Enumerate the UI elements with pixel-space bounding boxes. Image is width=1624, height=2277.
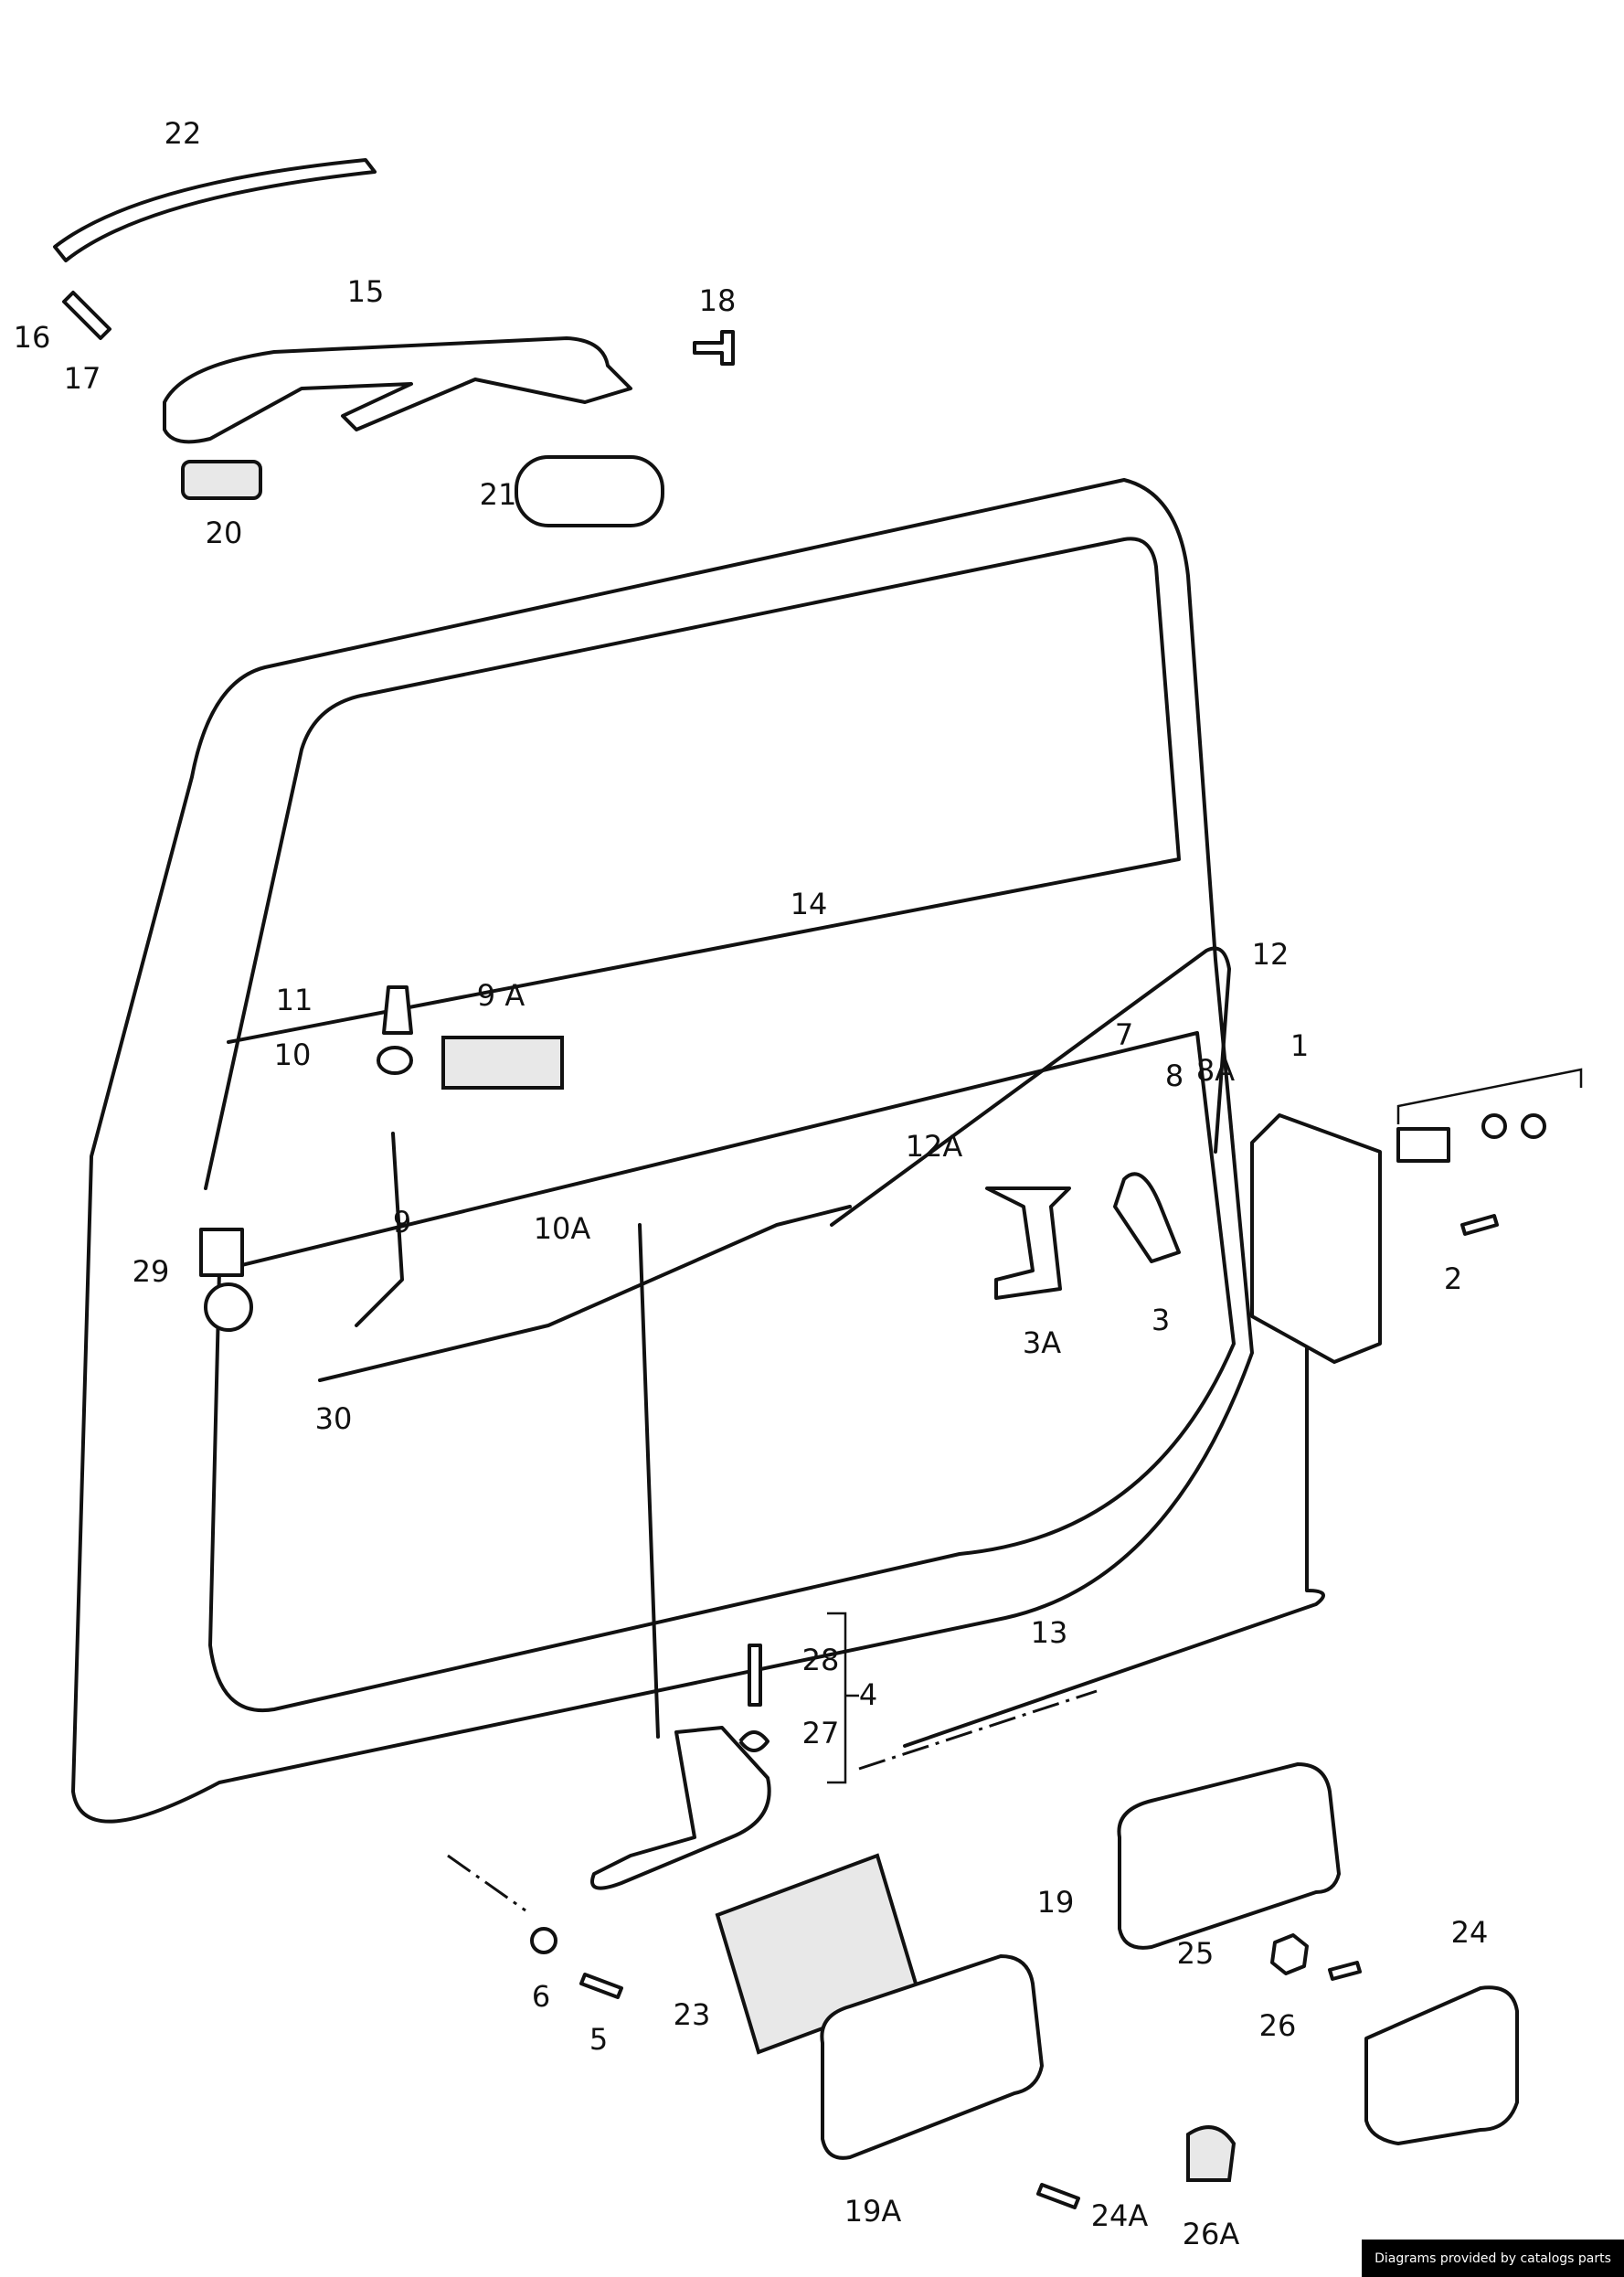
- assembly-line: [447, 1689, 1098, 1912]
- part-8-washer: [1481, 1113, 1507, 1139]
- callout-label-21: 21: [480, 477, 517, 512]
- bracket-7: [1396, 1068, 1583, 1124]
- callout-label-22: 22: [165, 116, 202, 151]
- part-5-screw: [579, 1973, 623, 1999]
- part-16-screw: [62, 291, 111, 340]
- part-24-cover: [1364, 1985, 1519, 2145]
- part-11-knob: [382, 985, 413, 1035]
- part-24A-screw: [1036, 2183, 1080, 2209]
- part-21-gasket: [515, 455, 664, 527]
- callout-label-8: 8: [1165, 1059, 1184, 1093]
- callout-label-18: 18: [699, 283, 737, 318]
- callout-label-30: 30: [315, 1401, 353, 1436]
- part-9A-foam-block: [441, 1036, 564, 1090]
- callout-label-25: 25: [1177, 1936, 1215, 1971]
- part-22-seal-strip: [53, 158, 377, 262]
- door-window-opening: [204, 537, 1181, 1190]
- callout-label-5: 5: [589, 2022, 608, 2057]
- part-28-pin: [748, 1644, 762, 1707]
- part-7-lock-cylinder: [1396, 1127, 1450, 1163]
- callout-label-26A: 26A: [1183, 2217, 1240, 2251]
- callout-label-29: 29: [133, 1254, 170, 1289]
- door-frame: [71, 478, 1254, 1824]
- callout-label-12A: 12A: [906, 1129, 963, 1164]
- part-27-spring: [738, 1730, 770, 1752]
- door-inner-panel: [208, 1031, 1236, 1713]
- part-3-lever: [1113, 1172, 1181, 1263]
- part-2-screw: [1460, 1214, 1499, 1236]
- callout-label-10A: 10A: [534, 1211, 591, 1246]
- callout-label-14: 14: [791, 887, 828, 921]
- callout-label-11: 11: [276, 983, 313, 1017]
- callout-label-6: 6: [532, 1979, 550, 2014]
- callout-label-19: 19: [1037, 1885, 1075, 1920]
- part-1-door-lock: [1250, 1113, 1382, 1364]
- part-20-gasket: [181, 460, 262, 500]
- callout-label-4: 4: [859, 1677, 877, 1712]
- callout-label-9A: 9 A: [477, 978, 525, 1013]
- part-6-lock-washer: [530, 1927, 557, 1954]
- rod-10A: [318, 1205, 852, 1382]
- part-3A-inner-lever: [985, 1186, 1071, 1300]
- rod-9: [355, 1132, 404, 1327]
- callout-label-10: 10: [274, 1037, 312, 1072]
- callout-label-26: 26: [1259, 2008, 1297, 2043]
- callout-label-12: 12: [1252, 937, 1290, 972]
- callout-label-20: 20: [206, 516, 243, 550]
- callout-label-27: 27: [802, 1716, 840, 1750]
- part-26A-cap: [1186, 2125, 1237, 2182]
- credit-banner: Diagrams provided by catalogs parts: [1362, 2240, 1624, 2277]
- callout-label-8A: 8A: [1196, 1053, 1235, 1088]
- callout-label-24A: 24A: [1091, 2198, 1149, 2233]
- callout-label-3A: 3A: [1023, 1325, 1061, 1360]
- part-26-screw: [1328, 1961, 1362, 1981]
- part-19-escutcheon: [1117, 1762, 1341, 1950]
- callout-label-3: 3: [1152, 1303, 1170, 1337]
- callout-label-9: 9: [393, 1205, 411, 1240]
- rod-13: [903, 1278, 1325, 1748]
- part-19A-escutcheon: [820, 1954, 1044, 2160]
- callout-label-23: 23: [674, 1997, 711, 2032]
- part-25-nut: [1270, 1933, 1309, 1975]
- rod-4-link: [638, 1223, 660, 1739]
- callout-label-13: 13: [1031, 1615, 1068, 1650]
- callout-label-1: 1: [1290, 1028, 1309, 1063]
- callout-label-2: 2: [1444, 1261, 1462, 1296]
- part-29-bushing: [204, 1282, 253, 1332]
- part-10-grommet: [377, 1046, 413, 1075]
- callout-label-17: 17: [64, 361, 101, 396]
- part-4-inner-handle: [590, 1726, 771, 1890]
- part-29-clip: [199, 1228, 244, 1277]
- callout-label-15: 15: [347, 274, 385, 309]
- callout-label-24: 24: [1451, 1915, 1489, 1950]
- part-8A-washer: [1521, 1113, 1546, 1139]
- rod-12: [830, 946, 1231, 1227]
- callout-label-16: 16: [14, 320, 51, 355]
- callout-label-28: 28: [802, 1643, 840, 1677]
- callout-label-7: 7: [1115, 1017, 1133, 1052]
- part-18-screw: [693, 330, 735, 366]
- bracket-4: [827, 1612, 859, 1784]
- part-15-outer-handle: [163, 336, 632, 444]
- callout-label-19A: 19A: [844, 2194, 902, 2229]
